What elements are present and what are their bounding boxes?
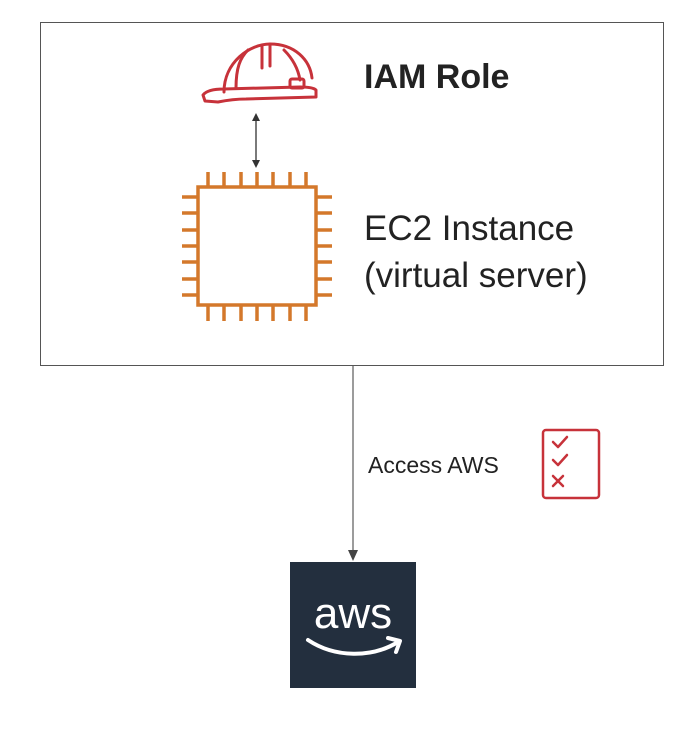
ec2-instance-title: EC2 Instance — [364, 209, 575, 248]
aws-logo-icon: aws — [306, 589, 402, 656]
ec2-instance-subtitle: (virtual server) — [364, 256, 588, 295]
aws-logo-text: aws — [314, 589, 392, 638]
ec2-instance-label: EC2 Instance (virtual server) — [364, 205, 588, 299]
aws-logo-tile: aws — [290, 562, 416, 688]
access-aws-label: Access AWS — [368, 452, 499, 478]
iam-role-label: IAM Role — [364, 58, 510, 96]
ec2-container-box — [40, 22, 664, 366]
